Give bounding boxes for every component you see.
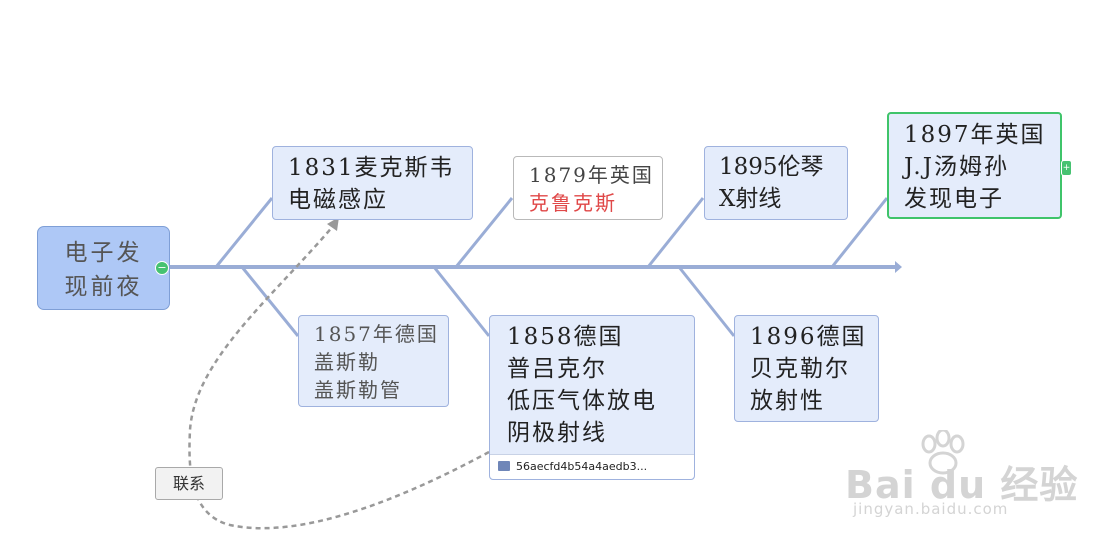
watermark-brand: Bai du 经验	[845, 463, 1079, 507]
root-topic-line-2: 现前夜	[64, 274, 143, 300]
topic-1897-expand-button[interactable]: +	[1061, 160, 1072, 176]
paw-icon	[921, 430, 965, 475]
attachment-filename: 56aecfd4b54a4aedb3...	[516, 460, 648, 473]
topic-1858-line-1: 1858德国	[507, 324, 624, 350]
topic-1896-line-2: 贝克勒尔	[750, 356, 850, 382]
root-topic-line-1: 电子发	[64, 240, 143, 266]
topic-1857[interactable]: 1857年德国 盖斯勒 盖斯勒管	[298, 315, 449, 407]
topic-1897-line-3: 发现电子	[904, 186, 1004, 212]
branch-1831	[214, 197, 274, 268]
root-topic[interactable]: 电子发 现前夜	[37, 226, 170, 310]
topic-1895-line-2: X射线	[719, 186, 782, 212]
topic-1879[interactable]: 1879年英国 克鲁克斯	[513, 156, 663, 220]
relationship-label[interactable]: 联系	[155, 467, 223, 500]
branch-1857	[240, 266, 300, 337]
branch-1895	[646, 197, 705, 268]
topic-1896[interactable]: 1896德国 贝克勒尔 放射性	[734, 315, 879, 422]
spine-arrow-head	[895, 261, 902, 273]
root-collapse-button[interactable]: −	[155, 261, 169, 275]
image-icon	[498, 461, 510, 471]
topic-1858[interactable]: 1858德国 普吕克尔 低压气体放电 阴极射线 56aecfd4b54a4aed…	[489, 315, 695, 480]
topic-1897-line-2: J.J汤姆孙	[904, 154, 1009, 180]
topic-1831[interactable]: 1831麦克斯韦 电磁感应	[272, 146, 473, 220]
topic-1896-line-3: 放射性	[750, 388, 825, 414]
topic-1858-line-2: 普吕克尔	[507, 356, 607, 382]
image-attachment[interactable]: 56aecfd4b54a4aedb3...	[490, 454, 694, 479]
topic-1857-line-1: 1857年德国	[314, 322, 439, 346]
watermark-url: jingyan.baidu.com	[853, 500, 1009, 518]
topic-1857-line-3: 盖斯勒管	[314, 378, 402, 402]
topic-1858-line-3: 低压气体放电	[507, 388, 657, 414]
branch-1896	[677, 266, 736, 337]
topic-1857-line-2: 盖斯勒	[314, 350, 380, 374]
branch-1858	[432, 266, 491, 337]
topic-1897[interactable]: 1897年英国 J.J汤姆孙 发现电子	[887, 112, 1062, 219]
branch-1897	[830, 197, 889, 268]
topic-1879-line-2: 克鲁克斯	[529, 191, 617, 215]
topic-1895-line-1: 1895伦琴	[719, 154, 824, 180]
topic-1897-line-1: 1897年英国	[904, 122, 1046, 148]
topic-1879-line-1: 1879年英国	[529, 163, 654, 187]
topic-1858-line-4: 阴极射线	[507, 420, 607, 446]
relationship-arrow-head	[327, 217, 339, 231]
topic-1831-line-2: 电磁感应	[288, 187, 388, 213]
baidu-jingyan-watermark: Bai du 经验 jingyan.baidu.com	[845, 430, 1079, 530]
branch-1879	[454, 197, 514, 268]
topic-1895[interactable]: 1895伦琴 X射线	[704, 146, 848, 220]
topic-1831-line-1: 1831麦克斯韦	[288, 155, 455, 181]
topic-1896-line-1: 1896德国	[750, 324, 867, 350]
